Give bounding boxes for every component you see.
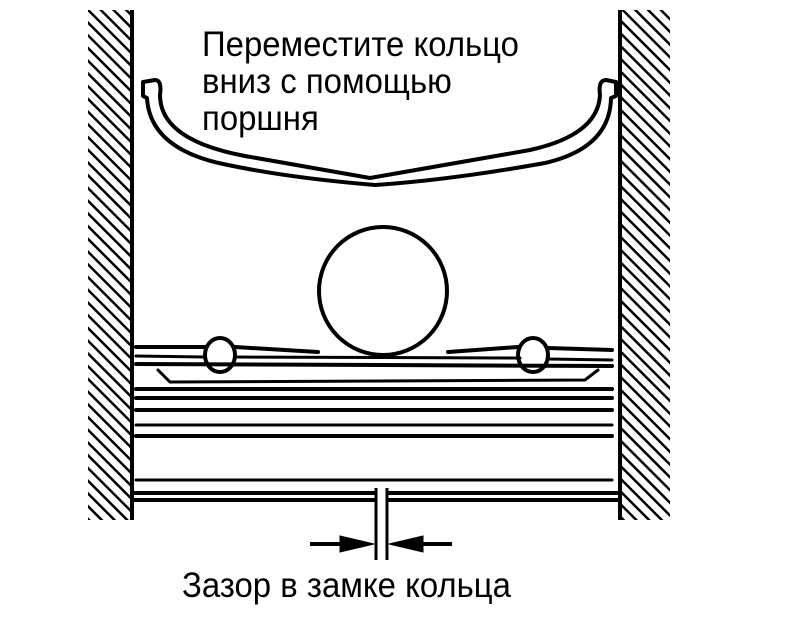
instruction-label: Переместите кольцо вниз с помощью поршня <box>202 26 519 137</box>
gap-dimension-arrows <box>310 535 452 553</box>
right-cylinder-wall <box>618 10 670 520</box>
instruction-line-1: Переместите кольцо <box>202 25 519 64</box>
piston-pin <box>317 225 449 357</box>
left-pin-boss <box>203 336 237 374</box>
piston-ring-bands <box>134 345 614 482</box>
piston-crown <box>141 78 618 187</box>
instruction-line-2: вниз с помощью <box>202 62 452 101</box>
piston-ring <box>132 491 620 502</box>
instruction-line-3: поршня <box>202 99 319 138</box>
left-cylinder-wall <box>88 10 134 520</box>
gap-extension-lines <box>374 488 389 560</box>
gap-label: Зазор в замке кольца <box>182 566 511 605</box>
right-pin-boss <box>516 336 550 374</box>
